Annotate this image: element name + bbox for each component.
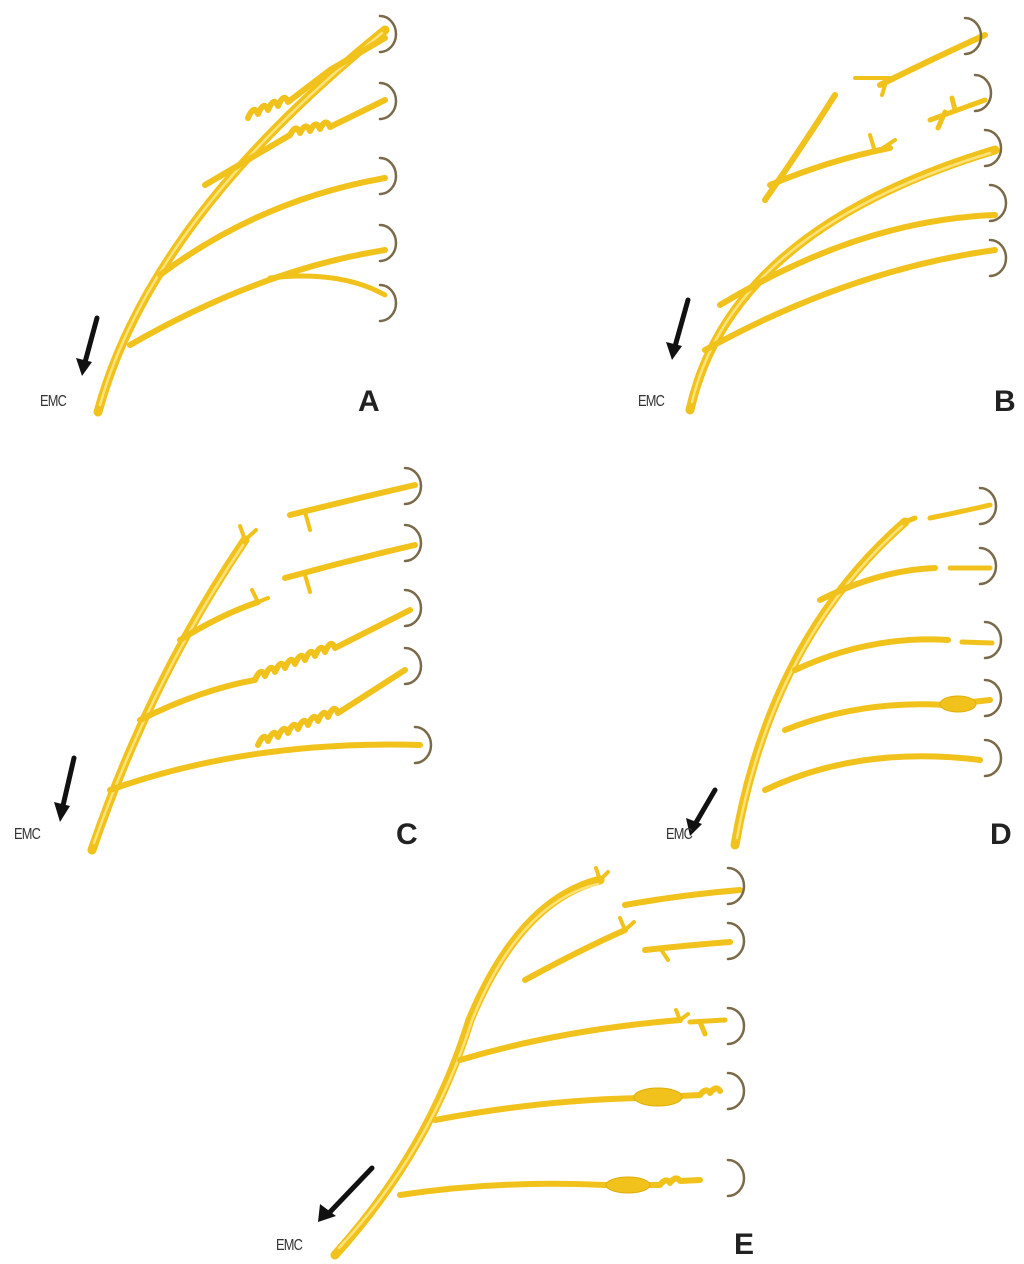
panel-b-branch-4 <box>720 215 995 305</box>
panel-e <box>318 868 744 1255</box>
panel-c-stump-1-tip <box>240 526 256 540</box>
panel-e-neuroma-1 <box>634 1088 682 1106</box>
panel-b-distal-1 <box>880 35 985 85</box>
panel-e-distal-1 <box>625 890 740 905</box>
panel-label-a: A <box>358 385 380 419</box>
panel-e-stump-2-tip <box>620 918 634 930</box>
panel-a-branch-5 <box>270 276 385 295</box>
panel-e-arrow <box>330 1168 372 1212</box>
panel-b-distal-2 <box>930 98 985 128</box>
panel-b-arrow <box>674 300 688 350</box>
panel-a-arrowhead <box>76 358 92 376</box>
source-label-e: EMC <box>276 1237 302 1255</box>
panel-d-main-trunk <box>735 522 905 845</box>
panel-c-muscle-4 <box>405 648 421 684</box>
panel-b-main-trunk <box>690 150 995 410</box>
panel-label-b: B <box>994 385 1016 419</box>
panel-d-muscle-3 <box>985 622 1001 658</box>
panel-e-muscle-1 <box>728 868 744 904</box>
panel-e-muscle-5 <box>728 1160 744 1196</box>
panel-d-branch-3-stump <box>795 639 948 670</box>
panel-e-branch-5 <box>400 1178 700 1195</box>
panel-label-e: E <box>734 1228 754 1262</box>
panel-c-arrow <box>62 758 74 810</box>
panel-c-distal-1-sprout <box>305 512 310 530</box>
panel-a-muscle-5 <box>380 285 396 321</box>
panel-e-branch-3-tip <box>676 1010 688 1020</box>
panel-c-branch-3 <box>140 610 410 720</box>
panel-c-distal-2 <box>285 545 415 578</box>
panel-e-main-trunk <box>335 880 600 1255</box>
panel-d-branch-3-distal <box>962 642 992 643</box>
panel-c-branch-5 <box>110 745 420 790</box>
panel-d-neuroma <box>940 696 976 712</box>
panel-c-main-trunk <box>92 540 245 850</box>
panel-e-muscle-3 <box>728 1008 744 1044</box>
panel-label-c: C <box>396 818 418 852</box>
source-label-c: EMC <box>14 826 40 844</box>
panel-a-muscle-4 <box>380 225 396 261</box>
panel-e-trunk-highlight <box>339 884 598 1248</box>
panel-c-trunk-highlight <box>94 545 243 843</box>
panel-e-muscle-4 <box>728 1073 744 1109</box>
source-label-a: EMC <box>40 393 66 411</box>
panel-b-trunk-highlight <box>692 153 990 402</box>
panel-a-arrow <box>84 318 97 366</box>
panel-d <box>686 488 1001 845</box>
panel-b <box>666 18 1006 410</box>
panel-e-stump-2 <box>525 930 625 980</box>
panel-a-main-trunk <box>98 30 385 412</box>
panel-a-branch-1 <box>248 38 385 118</box>
panel-a <box>76 16 396 412</box>
panel-c <box>54 468 431 850</box>
panel-e-distal-3 <box>690 1020 725 1034</box>
panel-a-trunk-highlight <box>100 33 382 405</box>
panel-d-branch-1-distal <box>930 505 990 518</box>
panel-c-distal-2-sprout <box>305 575 310 592</box>
panel-e-neuroma-2 <box>606 1177 650 1193</box>
panel-c-arrowhead <box>54 802 70 822</box>
panel-e-branch-3-stump <box>460 1020 680 1060</box>
panel-b-muscle-5 <box>990 240 1006 276</box>
panel-b-arrowhead <box>666 342 682 360</box>
panel-d-trunk-highlight <box>737 526 902 838</box>
panel-d-arrow <box>694 790 715 826</box>
panel-b-muscle-2 <box>975 75 991 111</box>
panel-c-distal-1 <box>290 485 415 515</box>
panel-d-branch-5 <box>765 756 980 790</box>
source-label-d: EMC <box>666 826 692 844</box>
panel-e-stump-1-tip <box>596 868 608 880</box>
panel-label-d: D <box>990 818 1012 852</box>
panel-c-branch-4 <box>258 670 405 745</box>
panel-b-branch-5 <box>705 250 995 350</box>
panel-d-muscle-5 <box>985 740 1001 776</box>
source-label-b: EMC <box>638 393 664 411</box>
panel-e-distal-2 <box>645 942 730 950</box>
